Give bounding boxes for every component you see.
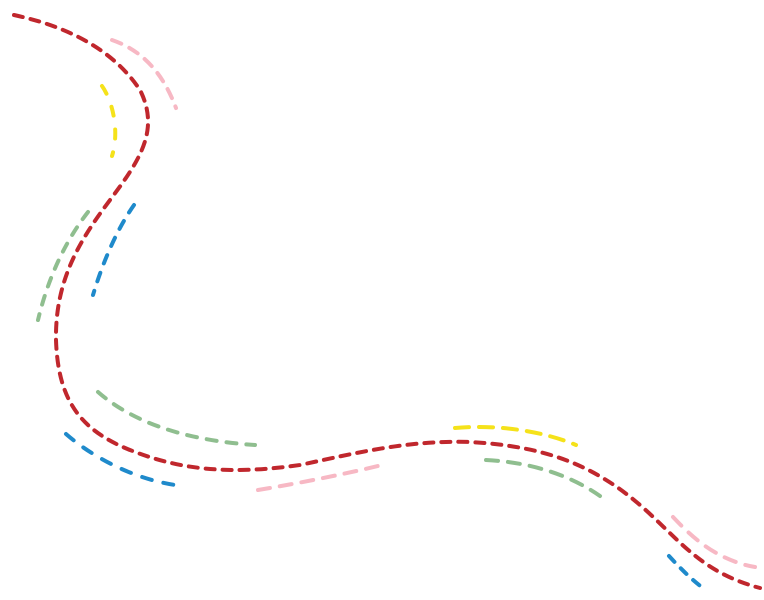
pink-dashed-right-segment <box>671 515 757 569</box>
green-dashed-left-segment <box>36 210 90 322</box>
red-dashed-main-path <box>12 13 762 590</box>
green-dashed-lower-segment <box>96 390 257 447</box>
yellow-dashed-upper-segment <box>100 84 118 158</box>
yellow-dashed-right-segment <box>453 424 578 447</box>
blue-dashed-right-segment <box>667 554 705 590</box>
pink-dashed-middle-segment <box>256 464 380 492</box>
pink-dashed-top-segment <box>110 38 178 110</box>
blue-dashed-lower-segment <box>64 432 177 487</box>
green-dashed-right-segment <box>484 458 602 498</box>
blue-dashed-left-segment <box>91 203 136 297</box>
